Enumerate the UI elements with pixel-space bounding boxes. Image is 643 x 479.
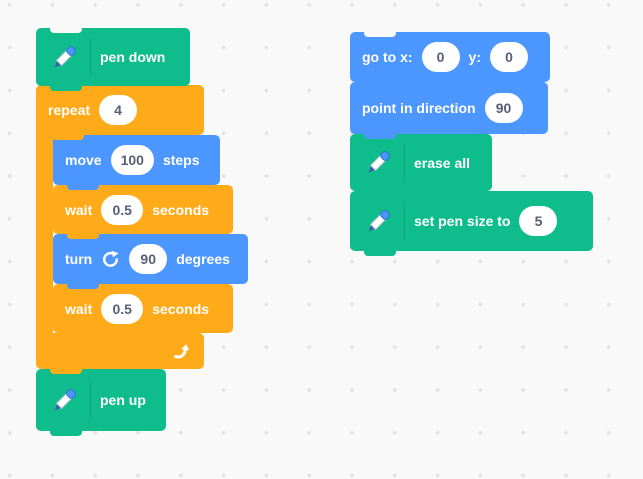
block-label: point in direction bbox=[362, 100, 476, 116]
direction-input[interactable]: 90 bbox=[484, 93, 523, 123]
block-label: seconds bbox=[152, 201, 210, 218]
block-repeat[interactable]: repeat 4 bbox=[36, 85, 204, 374]
block-label: set pen size to bbox=[414, 213, 511, 229]
pen-icon bbox=[362, 146, 395, 179]
block-label: move bbox=[65, 152, 102, 168]
loop-arrow-icon bbox=[172, 342, 191, 361]
pen-icon bbox=[362, 205, 395, 238]
turn-degrees-input[interactable]: 90 bbox=[129, 244, 168, 274]
block-label: seconds bbox=[152, 300, 210, 317]
block-label: y: bbox=[468, 49, 481, 65]
icon-divider bbox=[90, 381, 91, 419]
icon-divider bbox=[404, 202, 405, 240]
repeat-times-input[interactable]: 4 bbox=[99, 95, 138, 125]
block-pen-down[interactable]: pen down bbox=[36, 28, 190, 91]
block-pen-up[interactable]: pen up bbox=[36, 369, 166, 436]
block-wait[interactable]: wait 0.5 seconds bbox=[53, 284, 233, 338]
repeat-bottom-bar[interactable] bbox=[36, 333, 204, 374]
block-label: turn bbox=[65, 251, 93, 267]
block-label: degrees bbox=[176, 251, 230, 267]
wait-seconds-input[interactable]: 0.5 bbox=[101, 293, 144, 324]
repeat-spine[interactable] bbox=[36, 130, 53, 338]
block-label: wait bbox=[65, 201, 93, 218]
move-steps-input[interactable]: 100 bbox=[110, 145, 154, 175]
block-label: pen down bbox=[100, 49, 166, 65]
block-turn-right[interactable]: turn 90 degrees bbox=[53, 234, 248, 289]
icon-divider bbox=[90, 38, 91, 76]
block-set-pen-size[interactable]: set pen size to 5 bbox=[350, 191, 593, 256]
block-erase-all[interactable]: erase all bbox=[350, 134, 492, 196]
repeat-top-bar[interactable]: repeat 4 bbox=[36, 85, 204, 140]
block-label: go to x: bbox=[362, 49, 413, 65]
block-wait[interactable]: wait 0.5 seconds bbox=[53, 185, 233, 239]
block-label: steps bbox=[162, 152, 200, 168]
block-move-steps[interactable]: move 100 steps bbox=[53, 135, 220, 190]
block-label: pen up bbox=[100, 392, 146, 408]
block-label: repeat bbox=[48, 102, 91, 118]
block-point-in-direction[interactable]: point in direction 90 bbox=[350, 82, 548, 139]
pen-icon bbox=[48, 41, 81, 74]
pen-icon bbox=[48, 384, 81, 417]
block-label: erase all bbox=[414, 154, 471, 171]
rotate-clockwise-icon bbox=[101, 250, 120, 269]
pen-size-input[interactable]: 5 bbox=[519, 206, 558, 236]
block-label: wait bbox=[65, 300, 93, 317]
go-to-y-input[interactable]: 0 bbox=[490, 42, 528, 72]
go-to-x-input[interactable]: 0 bbox=[421, 42, 460, 72]
wait-seconds-input[interactable]: 0.5 bbox=[101, 194, 144, 225]
icon-divider bbox=[404, 143, 405, 182]
block-go-to-xy[interactable]: go to x: 0 y: 0 bbox=[350, 32, 550, 87]
